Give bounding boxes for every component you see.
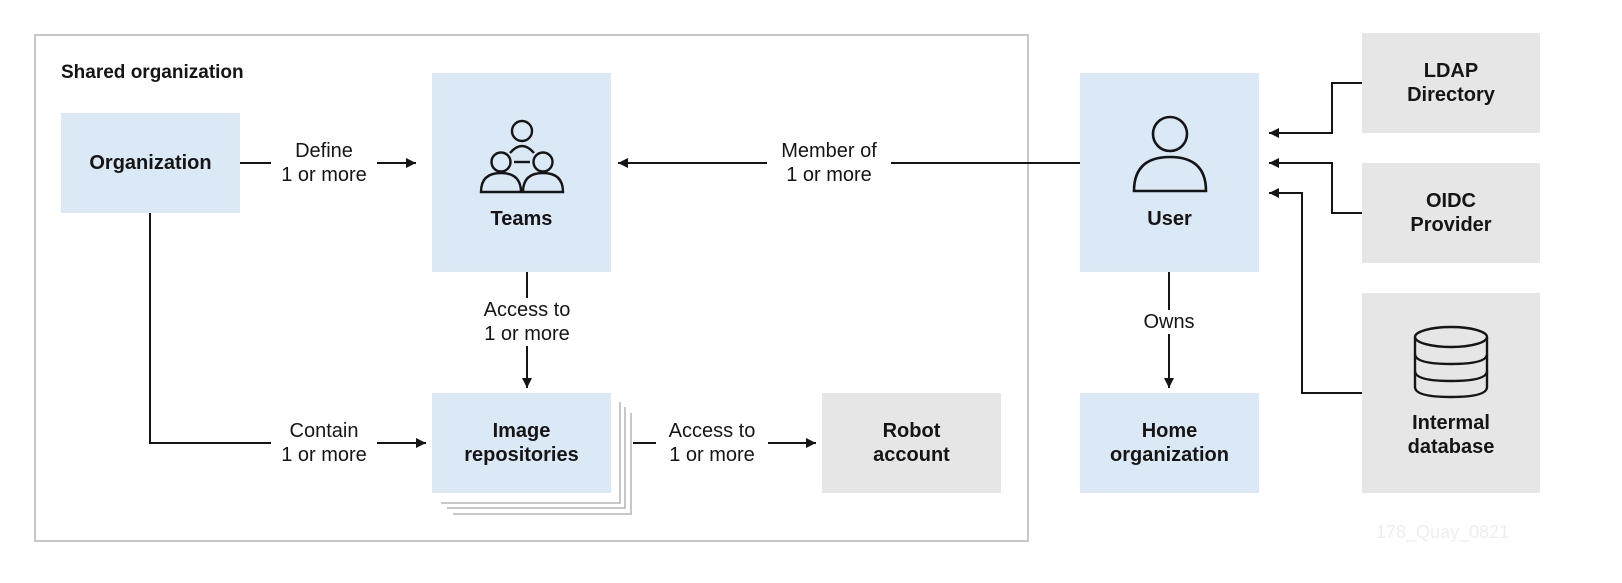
figure-id-watermark: 178_Quay_0821 bbox=[1376, 522, 1510, 542]
home-organization-box: Home organization bbox=[1080, 393, 1259, 493]
contain-arrow bbox=[149, 213, 426, 448]
shared-organization-frame bbox=[34, 34, 1029, 542]
organization-label: Organization bbox=[89, 152, 212, 174]
member-of-edge-label: Member of 1 or more bbox=[767, 139, 891, 187]
ldap-directory-box: LDAP Directory bbox=[1362, 33, 1540, 133]
owns-edge-label: Owns bbox=[1134, 310, 1204, 334]
ldap-directory-label: LDAP Directory bbox=[1407, 60, 1495, 106]
user-icon bbox=[1132, 115, 1207, 193]
robot-account-label: Robot account bbox=[873, 420, 950, 466]
oidc-provider-box: OIDC Provider bbox=[1362, 163, 1540, 263]
contain-edge-label: Contain 1 or more bbox=[271, 419, 377, 467]
internal-database-label: Intermal database bbox=[1407, 412, 1495, 458]
teams-label: Teams bbox=[490, 208, 553, 230]
image-repositories-box: Image repositories bbox=[432, 393, 611, 493]
database-icon bbox=[1413, 325, 1489, 399]
image-repositories-label: Image repositories bbox=[464, 420, 579, 466]
access-to-robot-edge-label: Access to 1 or more bbox=[656, 419, 768, 467]
internal-database-box: Intermal database bbox=[1362, 293, 1540, 493]
teams-icon bbox=[479, 119, 564, 194]
ldap-arrow bbox=[1269, 82, 1362, 138]
define-edge-label: Define 1 or more bbox=[271, 139, 377, 187]
home-organization-label: Home organization bbox=[1110, 420, 1229, 466]
shared-organization-title: Shared organization bbox=[61, 62, 244, 83]
teams-box: Teams bbox=[432, 73, 611, 272]
user-label: User bbox=[1147, 208, 1192, 230]
access-to-repos-edge-label: Access to 1 or more bbox=[470, 298, 584, 346]
internal-db-arrow bbox=[1269, 188, 1362, 394]
organization-box: Organization bbox=[61, 113, 240, 213]
oidc-arrow bbox=[1269, 158, 1362, 214]
user-box: User bbox=[1080, 73, 1259, 272]
oidc-provider-label: OIDC Provider bbox=[1410, 190, 1492, 236]
repository-stack-shadow bbox=[441, 402, 632, 515]
robot-account-box: Robot account bbox=[822, 393, 1001, 493]
